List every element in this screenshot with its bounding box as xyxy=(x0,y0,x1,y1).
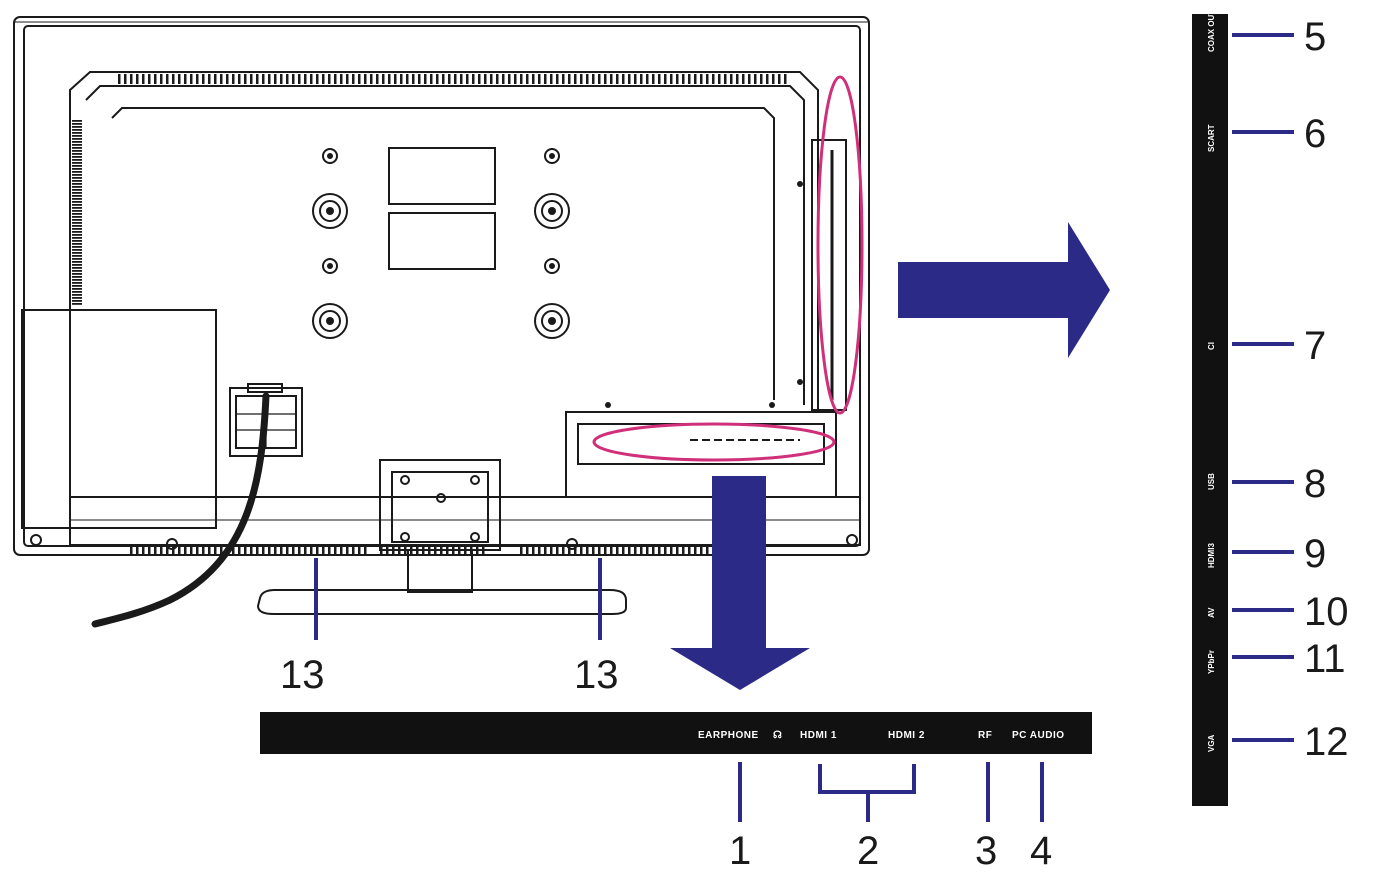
bottom-ports-highlight xyxy=(592,422,836,462)
arrow-right xyxy=(898,222,1110,358)
label-plate-top xyxy=(388,147,496,205)
callout-1: 1 xyxy=(729,829,751,873)
callout-6: 6 xyxy=(1304,112,1326,156)
port-label-hdmi2: HDMI 2 xyxy=(888,730,925,741)
port-label-rf: RF xyxy=(978,730,992,741)
power-box xyxy=(21,309,217,529)
bottom-vent xyxy=(130,546,709,554)
port-label-vga: VGA xyxy=(1207,734,1216,752)
callout-12: 12 xyxy=(1304,720,1349,764)
leader-2-bracket xyxy=(818,764,916,822)
port-label-hdmi3: HDMI3 xyxy=(1207,543,1216,568)
callout-5: 5 xyxy=(1304,15,1326,59)
left-vent xyxy=(72,120,82,305)
rear-housing xyxy=(69,71,819,498)
callout-3: 3 xyxy=(975,829,997,873)
tv-outer-frame xyxy=(13,16,870,556)
callout-11: 11 xyxy=(1304,637,1346,681)
port-label-hdmi1: HDMI 1 xyxy=(800,730,837,741)
port-label-pc-audio: PC AUDIO xyxy=(1012,730,1065,741)
port-label-usb: USB xyxy=(1207,473,1216,490)
port-label-ypbpr: YPbPr xyxy=(1207,650,1216,674)
side-connector-strip xyxy=(811,139,847,411)
callout-10: 10 xyxy=(1304,590,1349,634)
side-port-labels: COAX OUT SCART CI USB HDMI3 AV YPbPr VGA xyxy=(1207,10,1216,752)
power-connector xyxy=(229,387,303,457)
vesa-mount-holes xyxy=(312,148,570,339)
callout-7: 7 xyxy=(1304,324,1326,368)
bottom-port-panel xyxy=(260,712,1092,754)
arrow-down xyxy=(670,476,810,690)
port-label-ci: CI xyxy=(1207,342,1216,350)
bottom-connector-module xyxy=(565,411,837,498)
power-cable xyxy=(91,392,270,628)
side-ports-highlight xyxy=(816,75,864,415)
callout-8: 8 xyxy=(1304,462,1326,506)
port-label-av: AV xyxy=(1207,607,1216,618)
label-plate-bottom xyxy=(388,212,496,270)
headphone-icon: ☊ xyxy=(773,730,782,741)
callout-2: 2 xyxy=(857,829,879,873)
callout-13-right: 13 xyxy=(574,653,619,697)
callout-13-left: 13 xyxy=(280,653,325,697)
port-label-earphone: EARPHONE xyxy=(698,730,759,741)
top-vent xyxy=(118,74,787,84)
bottom-bezel xyxy=(69,496,861,546)
callout-9: 9 xyxy=(1304,532,1326,576)
stand-neck xyxy=(379,459,501,551)
side-port-panel xyxy=(1192,14,1228,806)
callout-4: 4 xyxy=(1030,829,1052,873)
stand-base xyxy=(256,589,627,615)
tv-inner-frame xyxy=(23,25,861,547)
port-label-scart: SCART xyxy=(1207,124,1216,152)
port-label-coax-out: COAX OUT xyxy=(1207,10,1216,52)
